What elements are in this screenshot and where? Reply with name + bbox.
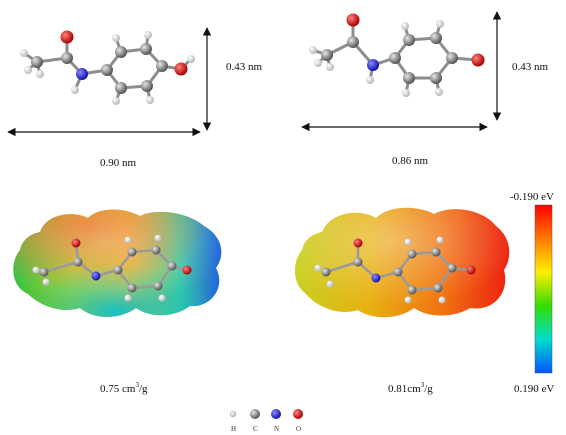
oxygen-atom bbox=[353, 238, 363, 248]
molecule-b-height-label: 0.43 nm bbox=[512, 61, 549, 73]
hydrogen-atom bbox=[144, 31, 152, 39]
color-scale-max-label: -0.190 eV bbox=[510, 191, 554, 203]
molecule-b-structure bbox=[309, 13, 485, 97]
nitrogen-atom bbox=[367, 59, 379, 71]
hydrogen-atom bbox=[32, 266, 40, 274]
molecule-b-length-label: 0.86 nm bbox=[392, 155, 429, 167]
carbon-atom bbox=[321, 49, 333, 61]
oxygen-atom bbox=[71, 238, 81, 248]
esp-color-scale-bar bbox=[534, 204, 553, 374]
carbon-atom bbox=[431, 247, 441, 257]
hydrogen-atom bbox=[112, 97, 120, 105]
hydrogen-atom bbox=[36, 70, 44, 78]
atom-key-h-swatch bbox=[229, 410, 237, 418]
atom-key-n-label: N bbox=[274, 425, 279, 433]
hydrogen-atom bbox=[20, 49, 28, 57]
carbon-atom bbox=[141, 80, 153, 92]
carbon-atom bbox=[127, 283, 137, 293]
hydrogen-atom bbox=[326, 63, 334, 71]
oxygen-atom bbox=[174, 62, 188, 76]
hydrogen-atom bbox=[314, 59, 322, 67]
hydrogen-atom bbox=[124, 236, 132, 244]
hydrogen-atom bbox=[158, 294, 166, 302]
hydrogen-atom bbox=[404, 296, 412, 304]
hydrogen-atom bbox=[71, 86, 79, 94]
atom-key-legend: H C N O bbox=[229, 409, 303, 433]
carbon-atom bbox=[321, 267, 331, 277]
carbon-atom bbox=[115, 46, 127, 58]
atom-key-h-label: H bbox=[231, 425, 236, 433]
oxygen-atom bbox=[60, 30, 74, 44]
molecule-b-esp-surface bbox=[294, 207, 510, 318]
molecule-a-length-label: 0.90 nm bbox=[100, 157, 137, 169]
atom-key-o-swatch bbox=[293, 409, 303, 419]
atom-key-n-swatch bbox=[271, 409, 281, 419]
atom-key-o-label: O bbox=[296, 425, 301, 433]
carbon-atom bbox=[403, 34, 415, 46]
hydrogen-atom bbox=[402, 89, 410, 97]
carbon-atom bbox=[430, 72, 442, 84]
atom-key-c-label: C bbox=[253, 425, 258, 433]
carbon-atom bbox=[140, 43, 152, 55]
hydrogen-atom bbox=[436, 236, 444, 244]
carbon-atom bbox=[446, 52, 458, 64]
nitrogen-atom bbox=[91, 271, 101, 281]
molecule-a-height-label: 0.43 nm bbox=[226, 61, 263, 73]
nitrogen-atom bbox=[76, 68, 88, 80]
nitrogen-atom bbox=[371, 273, 381, 283]
carbon-atom bbox=[393, 267, 403, 277]
carbon-atom bbox=[73, 257, 83, 267]
carbon-atom bbox=[403, 72, 415, 84]
carbon-atom bbox=[153, 281, 163, 291]
carbon-atom bbox=[347, 36, 359, 48]
hydrogen-atom bbox=[112, 34, 120, 42]
carbon-atom bbox=[353, 257, 363, 267]
oxygen-atom bbox=[182, 265, 192, 275]
oxygen-atom bbox=[466, 265, 476, 275]
atom-key-c-swatch bbox=[250, 409, 260, 419]
molecule-a-volume-label: 0.75 cm3/g bbox=[100, 381, 148, 395]
hydrogen-atom bbox=[436, 20, 444, 28]
carbon-atom bbox=[61, 52, 73, 64]
hydrogen-atom bbox=[154, 234, 162, 242]
carbon-atom bbox=[407, 249, 417, 259]
carbon-atom bbox=[127, 247, 137, 257]
hydrogen-atom bbox=[42, 278, 50, 286]
carbon-atom bbox=[115, 82, 127, 94]
carbon-atom bbox=[113, 265, 123, 275]
hydrogen-atom bbox=[146, 96, 154, 104]
carbon-atom bbox=[447, 263, 457, 273]
hydrogen-atom bbox=[404, 238, 412, 246]
carbon-atom bbox=[151, 245, 161, 255]
hydrogen-atom bbox=[401, 22, 409, 30]
carbon-atom bbox=[167, 261, 177, 271]
carbon-atom bbox=[156, 60, 168, 72]
hydrogen-atom bbox=[366, 76, 374, 84]
hydrogen-atom bbox=[309, 46, 317, 54]
oxygen-atom bbox=[346, 13, 360, 27]
carbon-atom bbox=[430, 32, 442, 44]
color-scale-min-label: 0.190 eV bbox=[514, 383, 554, 395]
hydrogen-atom bbox=[24, 66, 32, 74]
molecule-a-structure bbox=[20, 30, 195, 105]
hydrogen-atom bbox=[326, 280, 334, 288]
hydrogen-atom bbox=[124, 294, 132, 302]
hydrogen-atom bbox=[187, 55, 195, 63]
carbon-atom bbox=[433, 283, 443, 293]
carbon-atom bbox=[39, 267, 49, 277]
hydrogen-atom bbox=[435, 88, 443, 96]
carbon-atom bbox=[101, 64, 113, 76]
molecule-a-esp-surface bbox=[13, 209, 222, 317]
hydrogen-atom bbox=[314, 264, 322, 272]
carbon-atom bbox=[389, 52, 401, 64]
molecule-b-volume-label: 0.81cm3/g bbox=[388, 381, 433, 395]
hydrogen-atom bbox=[438, 296, 446, 304]
carbon-atom bbox=[31, 56, 43, 68]
carbon-atom bbox=[407, 285, 417, 295]
oxygen-atom bbox=[471, 53, 485, 67]
